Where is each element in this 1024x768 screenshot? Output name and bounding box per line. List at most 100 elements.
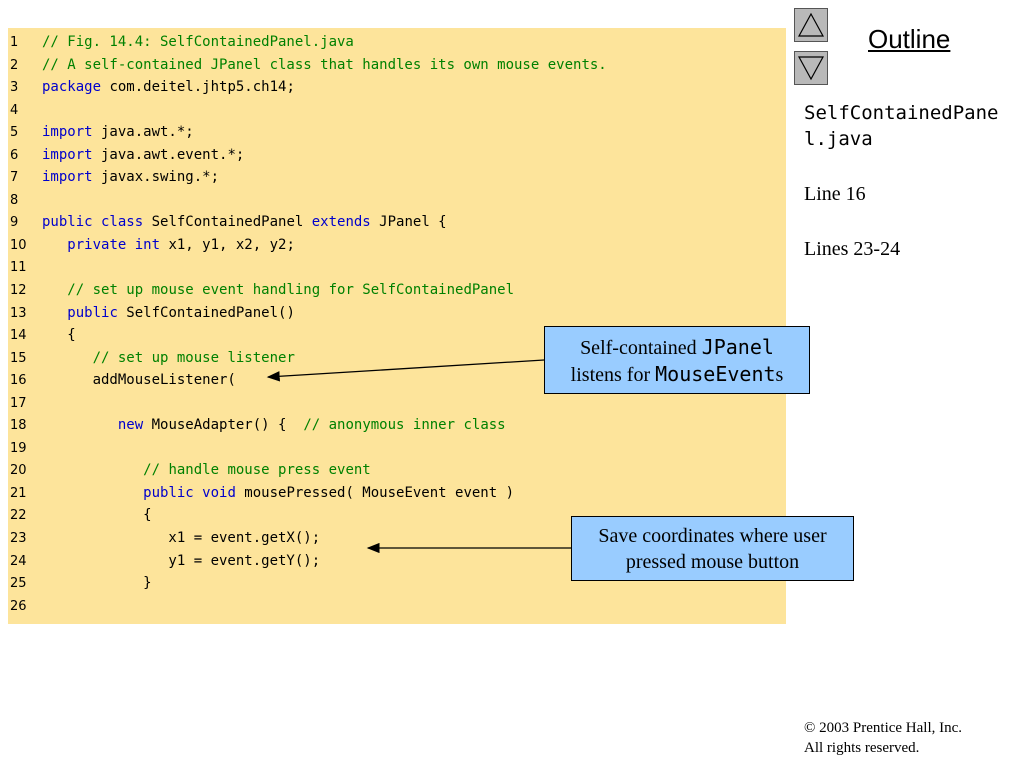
code-token	[42, 305, 67, 321]
file-name: SelfContainedPanel.java	[804, 102, 999, 150]
triangle-up-icon	[797, 12, 825, 37]
code-line: 14 {	[8, 324, 786, 347]
next-slide-button[interactable]	[794, 51, 828, 85]
line-number: 11	[10, 260, 27, 276]
code-token: // handle mouse press event	[143, 462, 371, 479]
code-token: public void	[143, 484, 236, 501]
line-number: 25	[10, 576, 27, 592]
code-token: // set up mouse listener	[92, 349, 295, 366]
code-text: addMouseListener(	[42, 372, 236, 388]
code-text: package com.deitel.jhtp5.ch14;	[42, 79, 295, 95]
code-text: y1 = event.getY();	[42, 553, 320, 569]
rights-text: All rights reserved.	[804, 740, 920, 756]
code-line: 7 import javax.swing.*;	[8, 166, 786, 189]
code-line: 22 {	[8, 504, 786, 527]
triangle-down-icon	[797, 56, 825, 81]
code-line: 1 // Fig. 14.4: SelfContainedPanel.java	[8, 31, 786, 54]
copyright-text: 2003 Prentice Hall, Inc.	[815, 720, 963, 736]
line-number: 19	[10, 440, 27, 456]
line-number: 15	[10, 350, 27, 366]
code-line: 21 public void mousePressed( MouseEvent …	[8, 482, 786, 505]
line-number: 12	[10, 283, 27, 299]
line-number: 24	[10, 553, 27, 569]
code-text: // Fig. 14.4: SelfContainedPanel.java	[42, 34, 354, 50]
code-line: 23 x1 = event.getX();	[8, 527, 786, 550]
copyright-notice: © 2003 Prentice Hall, Inc. All rights re…	[804, 718, 962, 758]
code-token: x1 = event.getX();	[42, 530, 321, 547]
code-text: import javax.swing.*;	[42, 169, 219, 185]
line-number: 3	[10, 80, 19, 96]
code-token: import	[42, 124, 93, 141]
line-number: 10	[10, 237, 27, 253]
line-number: 21	[10, 485, 27, 501]
code-line: 19	[8, 437, 786, 460]
code-token: // A self-contained JPanel class that ha…	[42, 56, 607, 73]
code-token: javax.swing.*;	[92, 169, 220, 186]
line-number: 8	[10, 192, 19, 208]
line-number: 6	[10, 147, 19, 163]
code-token: import	[42, 146, 93, 163]
code-line: 24 y1 = event.getY();	[8, 550, 786, 573]
code-line: 26	[8, 595, 786, 618]
callout-self-contained-jpanel: Self-contained JPanel listens for MouseE…	[544, 326, 810, 394]
code-text: import java.awt.event.*;	[42, 147, 244, 163]
code-token: SelfContainedPanel	[143, 214, 312, 231]
line-number: 26	[10, 598, 27, 614]
line-number: 16	[10, 373, 27, 389]
code-line: 15 // set up mouse listener	[8, 347, 786, 370]
code-token	[42, 282, 67, 298]
line-number: 9	[10, 215, 19, 231]
code-text: private int x1, y1, x2, y2;	[42, 237, 295, 253]
line-number: 2	[10, 57, 19, 73]
code-line: 12 // set up mouse event handling for Se…	[8, 279, 786, 302]
code-token: MouseAdapter() {	[143, 417, 304, 434]
code-text: public class SelfContainedPanel extends …	[42, 214, 447, 230]
code-token: SelfContainedPanel()	[117, 304, 295, 321]
line-number: 1	[10, 35, 19, 50]
code-line: 16 addMouseListener(	[8, 369, 786, 392]
code-text: // handle mouse press event	[42, 462, 371, 478]
line-number: 5	[10, 125, 19, 141]
line-number: 23	[10, 531, 27, 547]
code-text: {	[42, 507, 152, 524]
code-text: }	[42, 575, 152, 592]
code-text: import java.awt.*;	[42, 124, 194, 140]
copyright-symbol: ©	[804, 720, 816, 736]
code-token: // Fig. 14.4: SelfContainedPanel.java	[42, 34, 354, 50]
code-line: 13 public SelfContainedPanel()	[8, 302, 786, 325]
code-line: 18 new MouseAdapter() { // anonymous inn…	[8, 414, 786, 437]
code-line: 25 }	[8, 572, 786, 595]
code-token: }	[42, 575, 152, 592]
code-token: private int	[67, 236, 161, 253]
code-text: // set up mouse listener	[42, 350, 295, 366]
line-number: 18	[10, 418, 27, 434]
callout-2-text: Save coordinates where user pressed mous…	[598, 525, 827, 573]
code-text: public void mousePressed( MouseEvent eve…	[42, 485, 514, 501]
code-token: extends	[311, 214, 371, 231]
code-token: y1 = event.getY();	[42, 552, 321, 569]
line-reference-1: Line 16	[804, 183, 866, 205]
callout-1-suffix: s	[775, 364, 784, 386]
code-line: 9 public class SelfContainedPanel extends…	[8, 211, 786, 234]
line-number: 13	[10, 305, 27, 321]
code-token: addMouseListener(	[42, 372, 236, 389]
code-token	[42, 417, 118, 433]
outline-link[interactable]: Outline	[868, 24, 951, 54]
line-number: 7	[10, 170, 19, 186]
code-token: package	[42, 79, 102, 96]
code-token: java.awt.*;	[92, 124, 194, 141]
code-token	[42, 237, 67, 253]
code-token: public	[67, 304, 118, 321]
code-line: 2 // A self-contained JPanel class that h…	[8, 54, 786, 77]
code-token: JPanel {	[370, 214, 447, 231]
code-token	[42, 350, 93, 366]
line-number: 20	[10, 463, 27, 479]
code-token: {	[42, 327, 76, 344]
code-line: 20 // handle mouse press event	[8, 459, 786, 482]
code-token: {	[42, 507, 152, 524]
code-token: // set up mouse event handling for SelfC…	[67, 282, 515, 299]
line-number: 17	[10, 395, 27, 411]
previous-slide-button[interactable]	[794, 8, 828, 42]
line-number: 22	[10, 508, 27, 524]
code-text: // A self-contained JPanel class that ha…	[42, 57, 607, 73]
